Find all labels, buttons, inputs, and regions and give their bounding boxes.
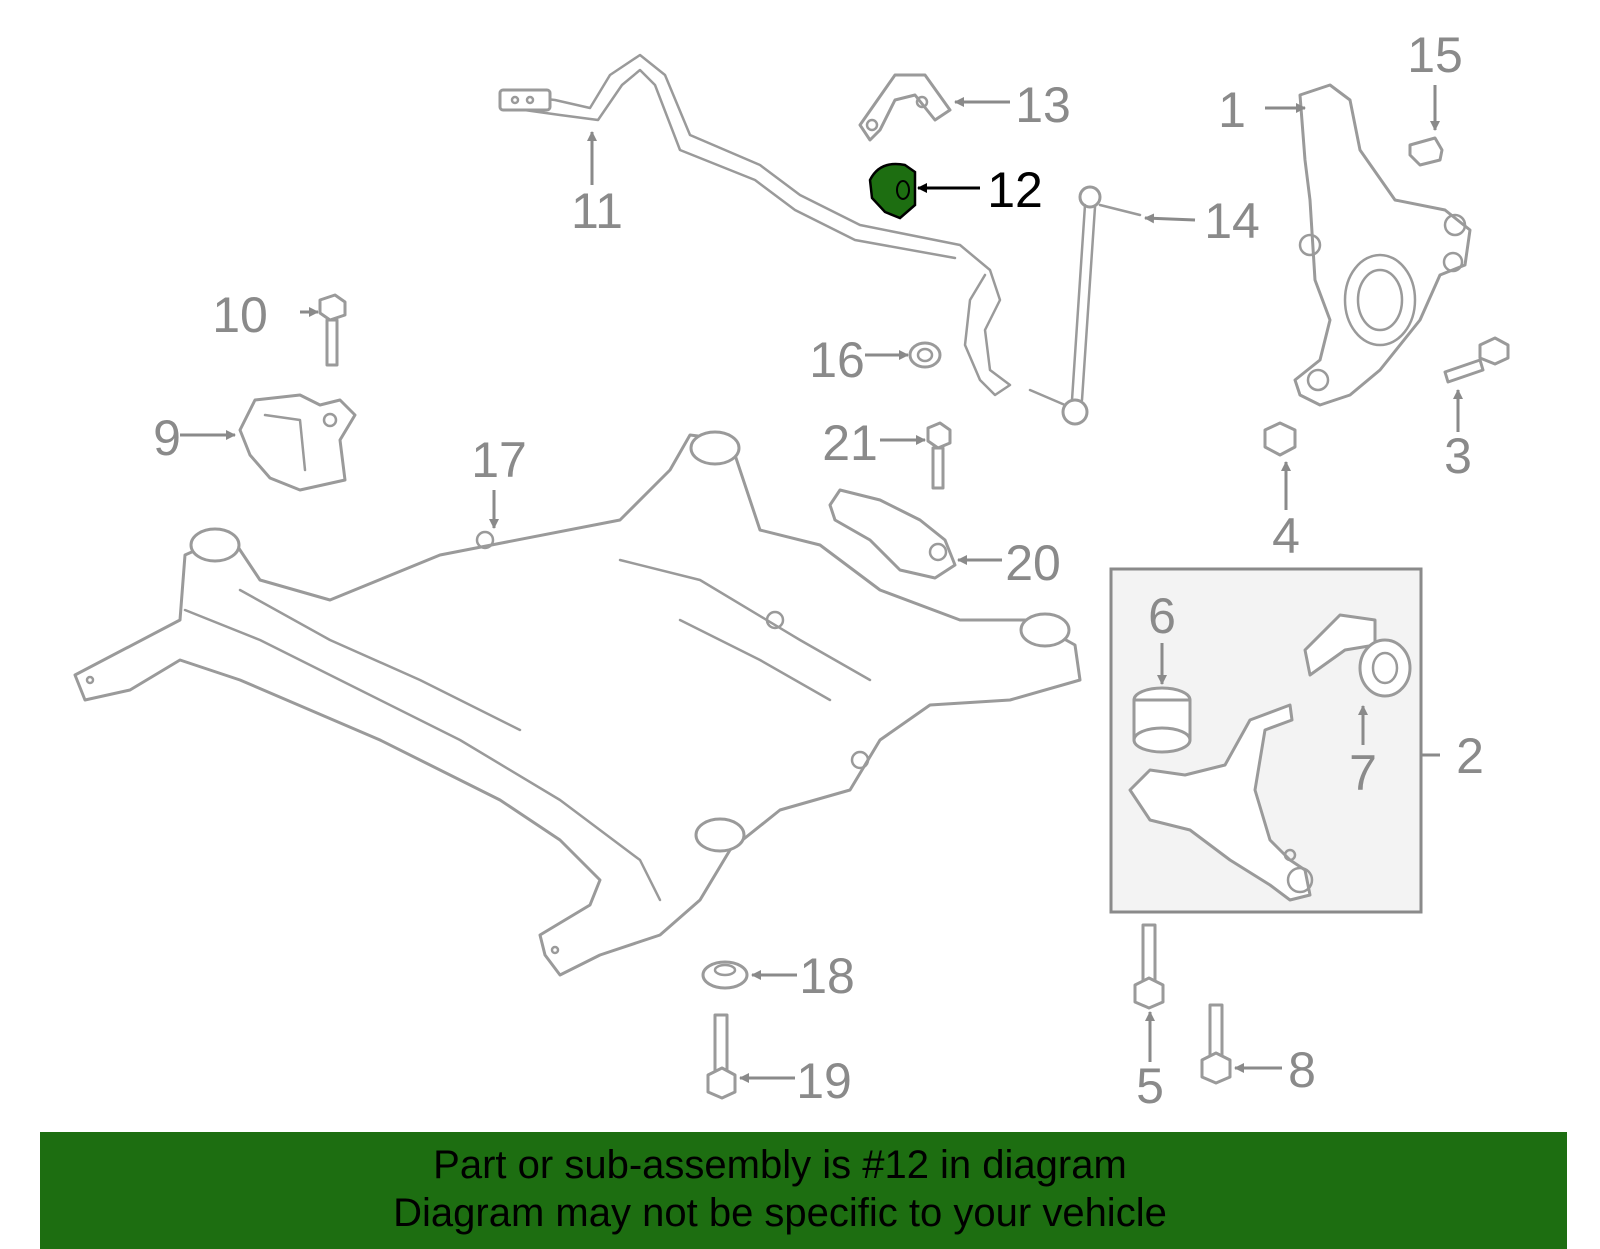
callout-17: 17: [471, 432, 527, 488]
banner-line-2: Diagram may not be specific to your vehi…: [393, 1191, 1167, 1235]
callout-2: 2: [1456, 728, 1484, 784]
callout-16: 16: [809, 332, 865, 388]
bolt-8: [1200, 1003, 1232, 1085]
info-banner: Part or sub-assembly is #12 in diagram D…: [40, 1132, 1567, 1249]
stabilizer-bar: [498, 53, 1012, 397]
callout-19: 19: [796, 1053, 852, 1109]
callout-14: 14: [1204, 193, 1260, 249]
callout-5: 5: [1136, 1058, 1164, 1114]
nut-4: [1263, 421, 1297, 457]
callout-10: 10: [212, 287, 268, 343]
lower-control-arm: [1128, 703, 1314, 902]
bolt-19: [706, 1013, 737, 1100]
bolt-5: [1133, 923, 1165, 1010]
callout-13: 13: [1015, 77, 1071, 133]
stabilizer-link: [1028, 185, 1142, 426]
steering-knuckle: [1293, 83, 1472, 407]
callout-8: 8: [1288, 1042, 1316, 1098]
callout-11: 11: [571, 183, 623, 239]
bracket-20: [828, 488, 957, 580]
bolt-3: [1443, 336, 1510, 384]
callout-3: 3: [1444, 428, 1472, 484]
leader-lines: [180, 85, 1463, 1083]
bushing-6: [1132, 686, 1192, 754]
lower-arm-assembly-box: [1109, 567, 1423, 914]
callout-4: 4: [1272, 508, 1300, 564]
washer-18: [701, 960, 749, 990]
callout-15: 15: [1407, 27, 1463, 83]
bolt-10: [318, 293, 347, 367]
nut-16: [908, 341, 942, 369]
callout-9: 9: [153, 410, 181, 466]
callout-1: 1: [1218, 82, 1246, 138]
bushing-7: [1303, 613, 1412, 698]
subframe: [73, 430, 1082, 977]
banner-line-1: Part or sub-assembly is #12 in diagram: [433, 1143, 1127, 1187]
bolt-21: [926, 421, 952, 490]
callout-7: 7: [1349, 745, 1377, 801]
callout-20: 20: [1005, 535, 1061, 591]
stabilizer-bracket: [858, 73, 952, 142]
callout-21: 21: [822, 415, 878, 471]
callout-12: 12: [987, 162, 1043, 218]
callout-18: 18: [799, 948, 855, 1004]
callout-6: 6: [1148, 588, 1176, 644]
stabilizer-bushing-highlighted: [868, 162, 917, 220]
plug-15: [1408, 136, 1444, 167]
callout-labels: 1 2 3 4 5 6 7 8 9 10 11 12 13 14 15 16 1…: [153, 27, 1484, 1114]
mount-9: [238, 393, 357, 492]
